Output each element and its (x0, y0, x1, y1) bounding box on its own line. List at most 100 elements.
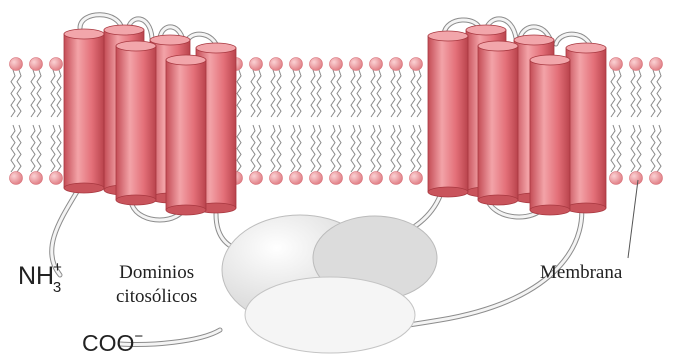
lipid-tail (51, 125, 55, 172)
helix-top (104, 25, 144, 35)
lipid-tail (657, 70, 661, 117)
helix-top (530, 55, 570, 65)
lipid-tail (637, 70, 641, 117)
helix-top (428, 31, 468, 41)
lipid-head (610, 172, 623, 185)
lipid-head (10, 58, 23, 71)
lipid-tail (397, 70, 401, 117)
helix-bottom (530, 205, 570, 215)
lipid-tail (277, 70, 281, 117)
helix-top (166, 55, 206, 65)
helix-body (428, 36, 468, 192)
lipid-tail (17, 70, 21, 117)
helix-bottom (566, 203, 606, 213)
lipid-head (370, 172, 383, 185)
lipid-head (350, 58, 363, 71)
lipid-tail (371, 70, 375, 117)
lipid-tail (297, 125, 301, 172)
helix-body (566, 48, 606, 208)
transmembrane-helix (428, 31, 468, 197)
lipid-tail (291, 125, 295, 172)
lipid-tail (37, 125, 41, 172)
lipid-tail (317, 70, 321, 117)
helix-top (514, 35, 554, 45)
transmembrane-helix (566, 43, 606, 213)
lipid-tail (391, 70, 395, 117)
lipid-tail (657, 125, 661, 172)
helix-bottom (428, 187, 468, 197)
lipid-head (630, 172, 643, 185)
lipid-tail (611, 70, 615, 117)
lipid-tail (357, 70, 361, 117)
lipid-head (30, 172, 43, 185)
coo-superscript: − (134, 328, 143, 345)
lipid-tail (311, 70, 315, 117)
lipid-head (630, 58, 643, 71)
helix-bottom (64, 183, 104, 193)
dominios-line1: Dominios (116, 261, 197, 285)
lipid-head (330, 172, 343, 185)
transmembrane-helices (64, 25, 606, 215)
lipid-head (410, 172, 423, 185)
lipid-tail (17, 125, 21, 172)
lipid-tail (57, 125, 61, 172)
coo-terminus-label: COO− (82, 330, 143, 357)
lipid-tail (57, 70, 61, 117)
lipid-tail (277, 125, 281, 172)
helix-body (478, 46, 518, 200)
nh3-subscript: 3 (53, 279, 61, 296)
helix-bottom (478, 195, 518, 205)
lipid-tail (51, 70, 55, 117)
lipid-tail (397, 125, 401, 172)
lipid-tail (411, 70, 415, 117)
lipid-tail (637, 125, 641, 172)
lipid-tail (631, 125, 635, 172)
lipid-tail (411, 125, 415, 172)
lipid-tail (237, 125, 241, 172)
helix-top (196, 43, 236, 53)
lipid-head (250, 58, 263, 71)
lipid-tail (417, 125, 421, 172)
lipid-head (370, 58, 383, 71)
lipid-tail (257, 70, 261, 117)
cytosolic-domain-lobe (245, 277, 415, 353)
helix-body (64, 34, 104, 188)
lipid-tail (351, 70, 355, 117)
nh3-terminus-label: NH+3 (18, 262, 71, 291)
lipid-tail (271, 125, 275, 172)
lipid-head (270, 172, 283, 185)
lipid-tail (311, 125, 315, 172)
lipid-head (310, 58, 323, 71)
lipid-tail (11, 70, 15, 117)
membrana-label: Membrana (540, 262, 622, 284)
lipid-tail (417, 70, 421, 117)
lipid-tail (31, 70, 35, 117)
lipid-head (30, 58, 43, 71)
lipid-tail (617, 125, 621, 172)
helix-body (116, 46, 156, 200)
lipid-tail (291, 70, 295, 117)
lipid-tail (11, 125, 15, 172)
lipid-tail (237, 70, 241, 117)
lipid-tail (371, 125, 375, 172)
dominios-line2: citosólicos (116, 285, 197, 309)
lipid-tail (337, 70, 341, 117)
lipid-tail (331, 125, 335, 172)
cytosolic-domains (222, 215, 437, 353)
lipid-tail (257, 125, 261, 172)
lipid-tail (271, 70, 275, 117)
lipid-tail (337, 125, 341, 172)
lipid-tail (251, 125, 255, 172)
lipid-head (650, 172, 663, 185)
lipid-head (50, 172, 63, 185)
lipid-tail (617, 70, 621, 117)
helix-top (64, 29, 104, 39)
transmembrane-helix (478, 41, 518, 205)
lipid-tail (297, 70, 301, 117)
lipid-head (10, 172, 23, 185)
helix-bottom (116, 195, 156, 205)
lipid-head (270, 58, 283, 71)
helix-top (566, 43, 606, 53)
